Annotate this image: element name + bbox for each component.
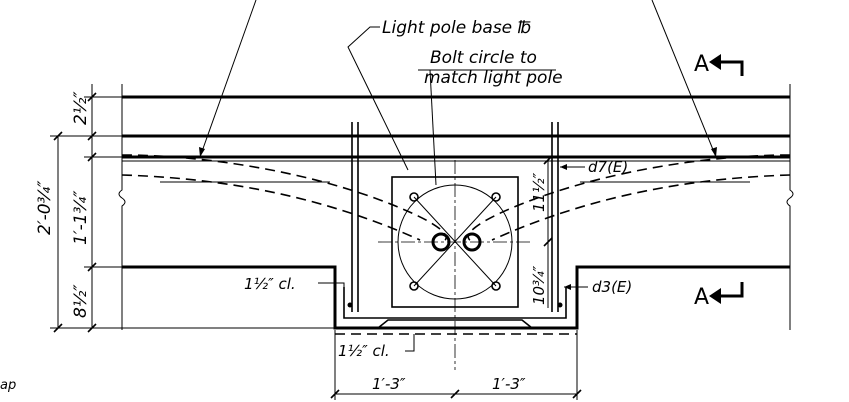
tick-pocket-top: [543, 155, 553, 165]
dim-bottom-layer: 8½″: [71, 284, 91, 318]
bolt-diagonal-2: [413, 196, 497, 287]
conduit-right: [462, 232, 482, 252]
anchor-bolt-br: [491, 281, 501, 291]
label-bolt-circle-2: match light pole: [424, 68, 563, 88]
tick-267: [87, 262, 97, 272]
section-marker-bottom: A: [694, 285, 709, 310]
arrow-d7: [560, 164, 567, 170]
anchor-bolt-tr: [491, 192, 501, 202]
bar-mark-d7: d7(E): [588, 158, 628, 176]
bar-dot-left: [347, 302, 353, 308]
dim-top-layer: 2½″: [71, 91, 91, 125]
dim-overall-depth: 2′-0¾″: [35, 180, 55, 235]
bar-dot-right: [557, 302, 563, 308]
clear-cover-callout-2: 1½″ cl.: [338, 342, 390, 360]
leader-line-right-top: [651, 0, 717, 158]
tick-157: [87, 152, 97, 162]
tick-328: [87, 323, 97, 333]
tick-bottom-left: [330, 389, 340, 399]
dashed-strand-lower-right: [491, 174, 791, 241]
section-arrow-top: [720, 60, 744, 76]
tick-136: [87, 131, 97, 141]
section-arrowhead-bottom: [709, 288, 721, 304]
section-arrow-bottom: [720, 282, 744, 298]
dashed-strand-upper-right: [467, 154, 791, 241]
leader-bolt-circle: [429, 69, 437, 186]
dashed-strand-lower-left: [121, 174, 421, 241]
bar-mark-d3: d3(E): [592, 278, 632, 296]
partial-left-text: ap: [0, 378, 16, 393]
tick-overall-top: [53, 131, 63, 141]
arrow-d3: [564, 284, 571, 290]
break-line-right: [786, 84, 794, 330]
leader-cover-2: [405, 334, 415, 352]
tick-97: [87, 92, 97, 102]
label-bolt-circle-1: Bolt circle to: [430, 48, 537, 68]
dim-half-width-right: 1′-3″: [492, 375, 526, 393]
clear-cover-callout-1: 1½″ cl.: [244, 275, 296, 293]
tick-bottom-mid: [450, 389, 460, 399]
anchor-bolt-bl: [409, 281, 419, 291]
break-line-left: [118, 84, 126, 330]
section-arrowhead-top: [709, 54, 721, 70]
dim-pocket-lower: 10¾″: [530, 265, 548, 305]
dashed-strand-upper-left: [121, 154, 447, 241]
dim-pocket-upper: 11½″: [530, 172, 548, 212]
leader-light-pole-base: [347, 26, 409, 171]
tick-bottom-right: [572, 389, 582, 399]
leader-arrow-right: [711, 147, 717, 157]
dim-half-width-left: 1′-3″: [372, 375, 406, 393]
tick-pocket-mid: [543, 237, 553, 247]
tick-overall-bottom: [53, 323, 63, 333]
leader-cover-1: [318, 282, 345, 288]
leader-arrow-left: [199, 147, 205, 157]
label-light-pole-base: Light pole base ℔: [382, 18, 532, 38]
slab-bottom-profile: [122, 265, 790, 330]
leader-line-left-top: [199, 0, 257, 158]
dim-mid-layer: 1′-1¾″: [71, 190, 91, 245]
conduit-left: [431, 232, 451, 252]
bottom-bar-trapezoid: [375, 319, 535, 329]
anchor-bolt-tl: [409, 192, 419, 202]
section-marker-top: A: [694, 52, 709, 77]
